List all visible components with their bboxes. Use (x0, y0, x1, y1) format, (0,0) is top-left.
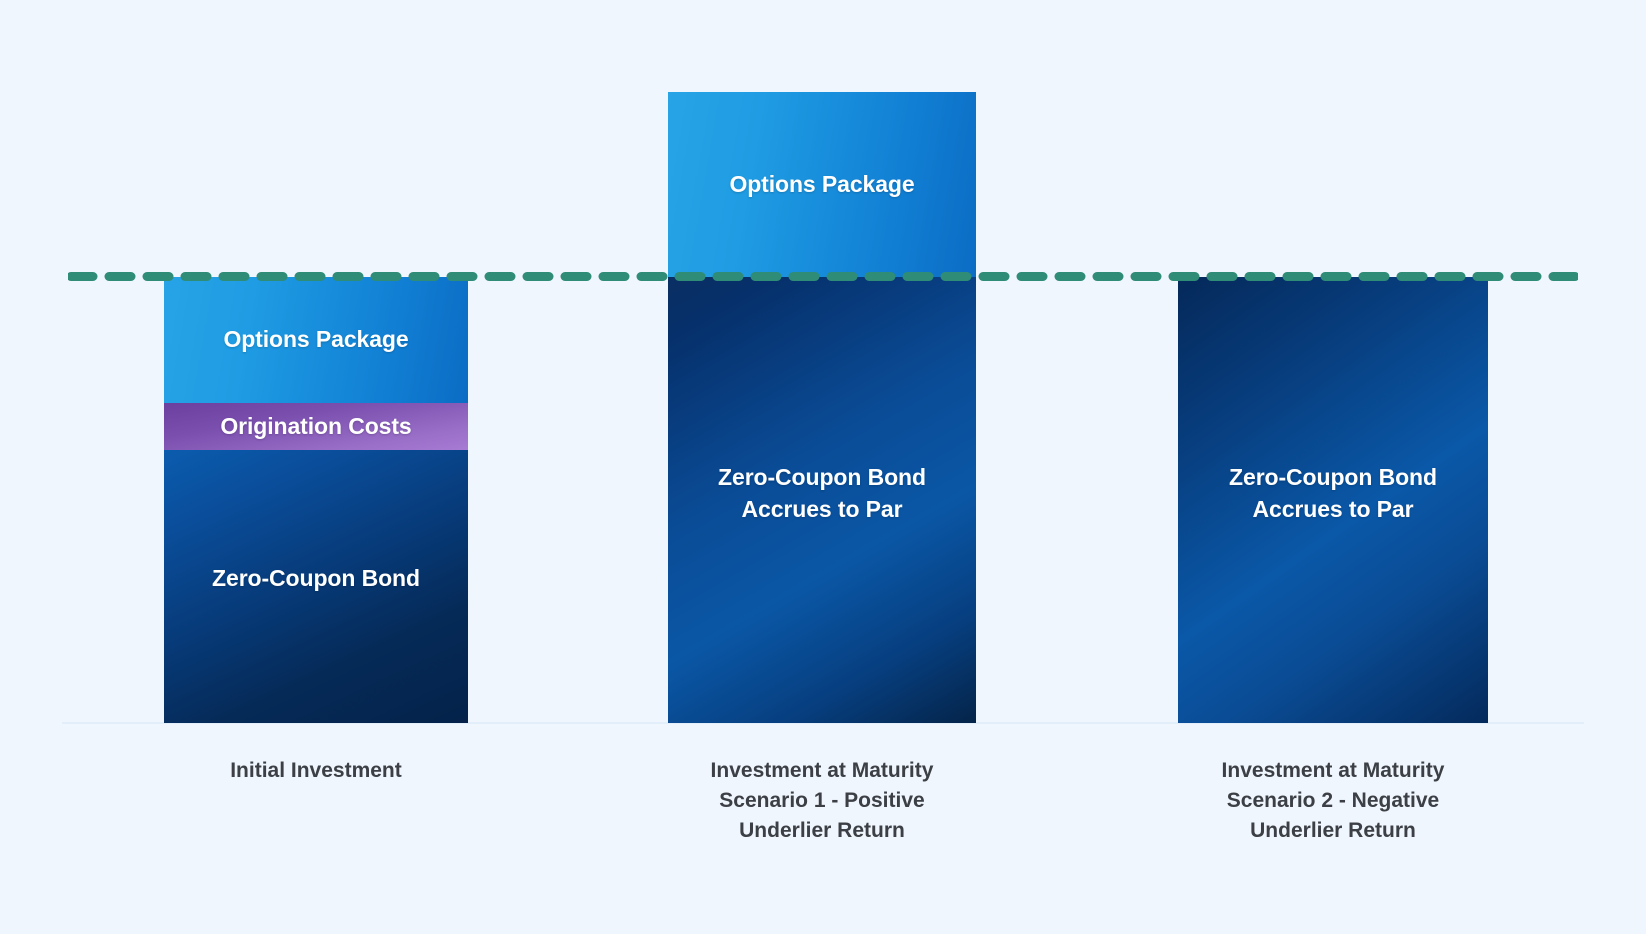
segment-options-package[interactable]: Options Package (668, 92, 976, 277)
segment-label-origination-costs: Origination Costs (220, 412, 412, 439)
bar-maturity-scenario-2[interactable]: Zero-Coupon Bond Accrues to Par (1178, 277, 1488, 723)
segment-label-zero-coupon-bond: Zero-Coupon Bond (212, 564, 420, 591)
chart-baseline (62, 722, 1584, 724)
category-label-initial-investment: Initial Investment (230, 759, 402, 782)
segment-label-zero-coupon-bond-accrues: Zero-Coupon Bond Accrues to Par (1229, 464, 1437, 522)
segment-zero-coupon-bond-accrues[interactable]: Zero-Coupon Bond Accrues to Par (1178, 277, 1488, 723)
segment-label-zero-coupon-bond-accrues: Zero-Coupon Bond Accrues to Par (718, 464, 926, 522)
category-label-maturity-scenario-1: Investment at Maturity Scenario 1 - Posi… (710, 759, 934, 842)
bar-initial-investment[interactable]: Options Package Origination Costs Zero-C… (164, 277, 468, 723)
segment-options-package[interactable]: Options Package (164, 277, 468, 403)
bar-maturity-scenario-1[interactable]: Options Package Zero-Coupon Bond Accrues… (668, 92, 976, 723)
segment-label-options-package: Options Package (729, 170, 915, 197)
segment-label-options-package: Options Package (223, 326, 409, 353)
category-label-maturity-scenario-2: Investment at Maturity Scenario 2 - Nega… (1221, 759, 1445, 842)
segment-origination-costs[interactable]: Origination Costs (164, 403, 468, 450)
segment-zero-coupon-bond[interactable]: Zero-Coupon Bond (164, 450, 468, 723)
segment-zero-coupon-bond-accrues[interactable]: Zero-Coupon Bond Accrues to Par (668, 277, 976, 723)
